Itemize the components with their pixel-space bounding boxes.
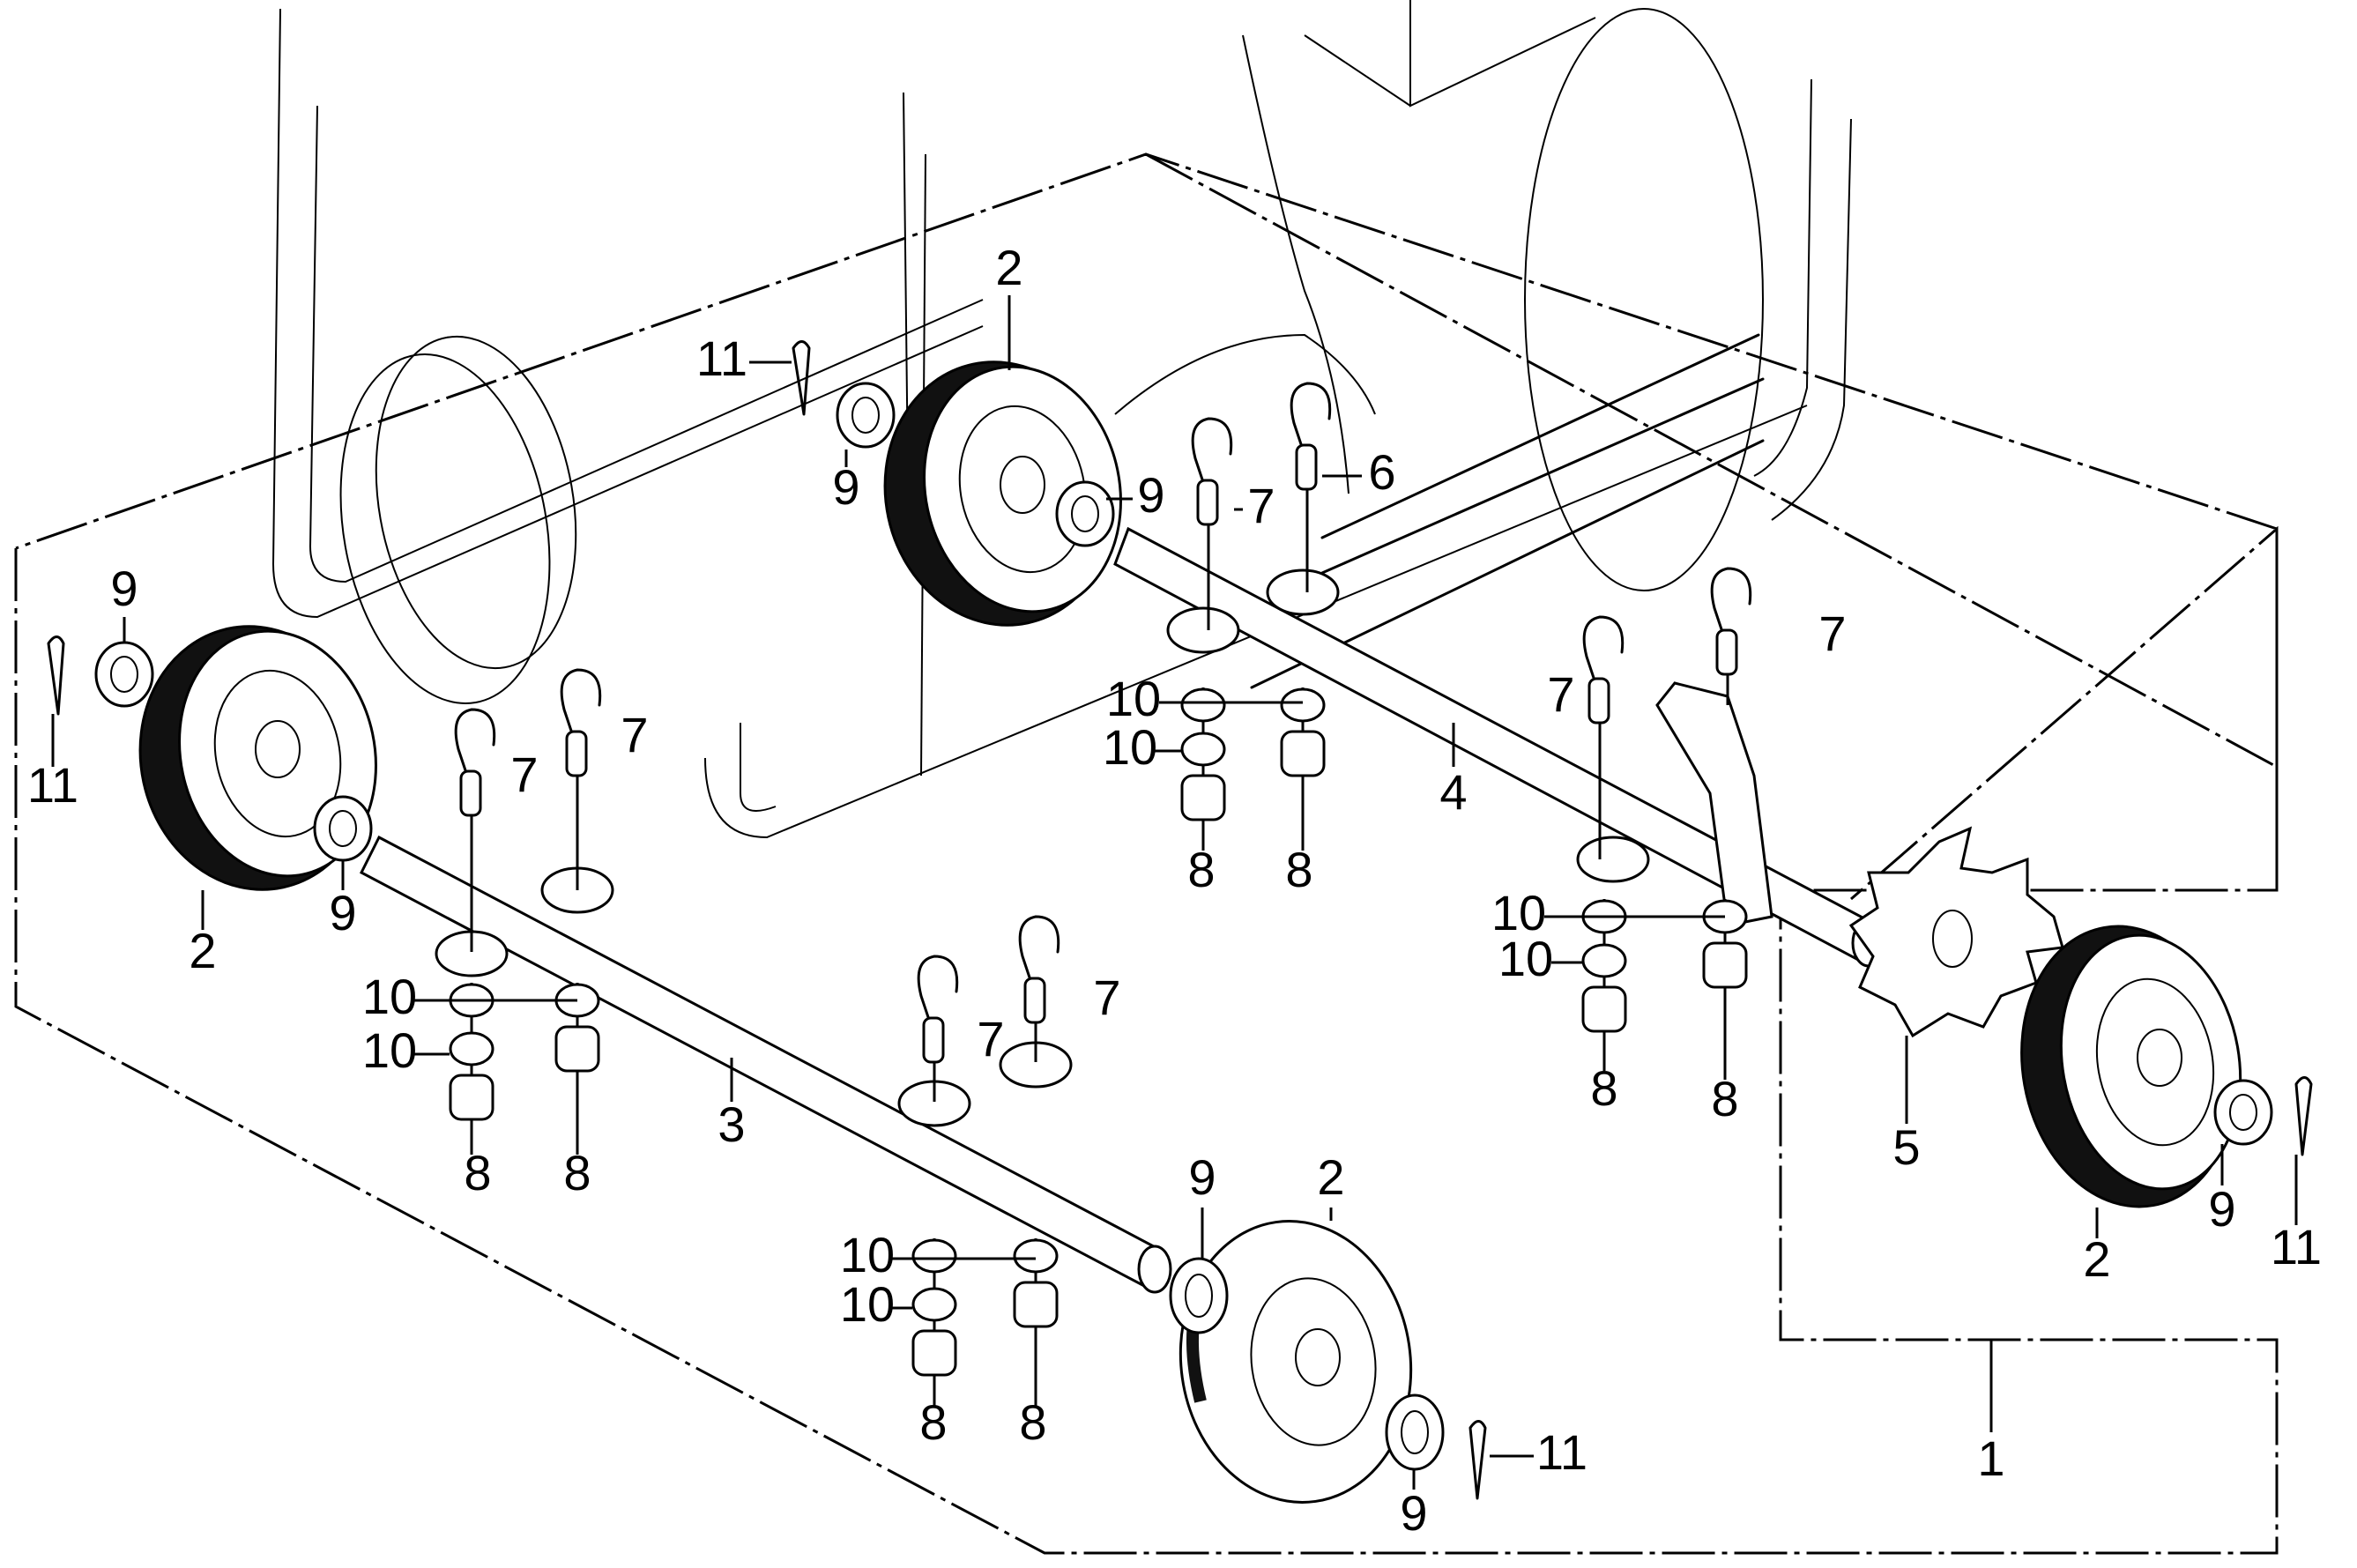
nut-8 xyxy=(554,1025,600,1073)
nut-washer-stack xyxy=(1702,899,1748,1080)
hook-bolt xyxy=(1290,382,1332,592)
callout-7: 7 xyxy=(977,1011,1004,1066)
wheel-top xyxy=(883,360,1122,627)
callout-11: 11 xyxy=(696,331,747,386)
callout-10: 10 xyxy=(1491,885,1546,940)
axle-brackets xyxy=(435,568,1773,1127)
callout-4: 4 xyxy=(1439,764,1467,820)
hook-bolts xyxy=(454,382,1752,1102)
kit-outline xyxy=(14,152,2279,1555)
callout-8: 8 xyxy=(919,1394,947,1450)
nut-washer-stack xyxy=(1180,687,1226,851)
nut-washer-stack xyxy=(554,983,600,1155)
callout-7: 7 xyxy=(1093,970,1120,1025)
callout-8: 8 xyxy=(1590,1060,1617,1116)
hook-bolt xyxy=(1710,567,1752,705)
callout-5: 5 xyxy=(1892,1119,1920,1175)
washer-10 xyxy=(1180,687,1226,723)
washer-10 xyxy=(1581,943,1627,978)
washer-10 xyxy=(1280,687,1326,723)
callout-7: 7 xyxy=(1818,606,1846,661)
callout-2: 2 xyxy=(189,923,216,978)
hook-bolt xyxy=(1191,417,1233,630)
washer-10 xyxy=(1180,732,1226,767)
hook-bolt xyxy=(1582,615,1625,859)
callout-7: 7 xyxy=(621,707,648,762)
washer-10 xyxy=(1013,1238,1059,1274)
callout-7: 7 xyxy=(1547,666,1574,722)
nut-8 xyxy=(1013,1281,1059,1328)
callout-9: 9 xyxy=(1188,1149,1216,1205)
callout-2: 2 xyxy=(995,240,1022,295)
wheel-front xyxy=(1178,1220,1413,1504)
engine-drum-left xyxy=(339,353,551,704)
wheel-right xyxy=(2020,925,2242,1208)
hook-bolt xyxy=(560,668,602,890)
nut-washer-stack xyxy=(449,983,494,1155)
callout-8: 8 xyxy=(1711,1071,1738,1126)
nut-washer-stack xyxy=(1581,899,1627,1071)
nut-8 xyxy=(911,1329,957,1377)
washer-10 xyxy=(449,1031,494,1066)
callout-3: 3 xyxy=(718,1096,745,1152)
callout-10: 10 xyxy=(1106,671,1161,726)
callout-10: 10 xyxy=(840,1227,895,1282)
nut-washer-stack xyxy=(1013,1238,1059,1406)
callout-9: 9 xyxy=(2208,1181,2235,1237)
callout-9: 9 xyxy=(110,561,138,616)
nut-8 xyxy=(1702,941,1748,989)
hook-bolt xyxy=(1018,915,1060,1062)
engine-drum-right xyxy=(1524,8,1764,591)
callout-10: 10 xyxy=(840,1276,895,1332)
nut-washer-stack xyxy=(1280,687,1326,851)
callout-10: 10 xyxy=(362,969,417,1024)
callout-9: 9 xyxy=(832,459,859,515)
callout-9: 9 xyxy=(1137,467,1164,523)
washer-10 xyxy=(911,1287,957,1322)
nut-8 xyxy=(449,1074,494,1121)
washer-10 xyxy=(911,1238,957,1274)
callout-9: 9 xyxy=(329,885,356,940)
hook-bolt xyxy=(454,708,496,952)
callout-11: 11 xyxy=(27,757,78,813)
callout-6: 6 xyxy=(1368,444,1395,500)
callout-8: 8 xyxy=(464,1145,491,1200)
callout-2: 2 xyxy=(1317,1149,1344,1205)
callout-10: 10 xyxy=(1103,719,1157,775)
callout-8: 8 xyxy=(1285,842,1312,897)
callout-9: 9 xyxy=(1400,1485,1427,1541)
star-plate xyxy=(1848,826,2064,1038)
nut-8 xyxy=(1280,730,1326,777)
callout-11: 11 xyxy=(2271,1219,2322,1274)
washers-9 xyxy=(94,382,2273,1471)
nut-8 xyxy=(1180,774,1226,821)
callout-8: 8 xyxy=(1019,1394,1046,1450)
leader-lines xyxy=(51,295,2298,1490)
callout-7: 7 xyxy=(510,747,538,802)
cotter-pins-11 xyxy=(47,340,2313,1500)
callout-11: 11 xyxy=(1536,1424,1587,1480)
callout-1: 1 xyxy=(1977,1431,2004,1486)
callout-2: 2 xyxy=(2083,1231,2110,1287)
callout-8: 8 xyxy=(1187,842,1215,897)
nut-washer-stack xyxy=(911,1238,957,1406)
hook-bolt xyxy=(917,955,959,1102)
nuts-washers xyxy=(414,687,1748,1406)
callout-labels: 1 2 11 9 9 7 6 9 11 2 9 7 7 10 10 8 8 3 … xyxy=(27,240,2322,1541)
callout-8: 8 xyxy=(563,1145,591,1200)
callout-10: 10 xyxy=(362,1022,417,1078)
callout-10: 10 xyxy=(1498,931,1553,986)
callout-7: 7 xyxy=(1247,478,1275,533)
nut-8 xyxy=(1581,985,1627,1033)
wheel-left xyxy=(138,625,377,891)
